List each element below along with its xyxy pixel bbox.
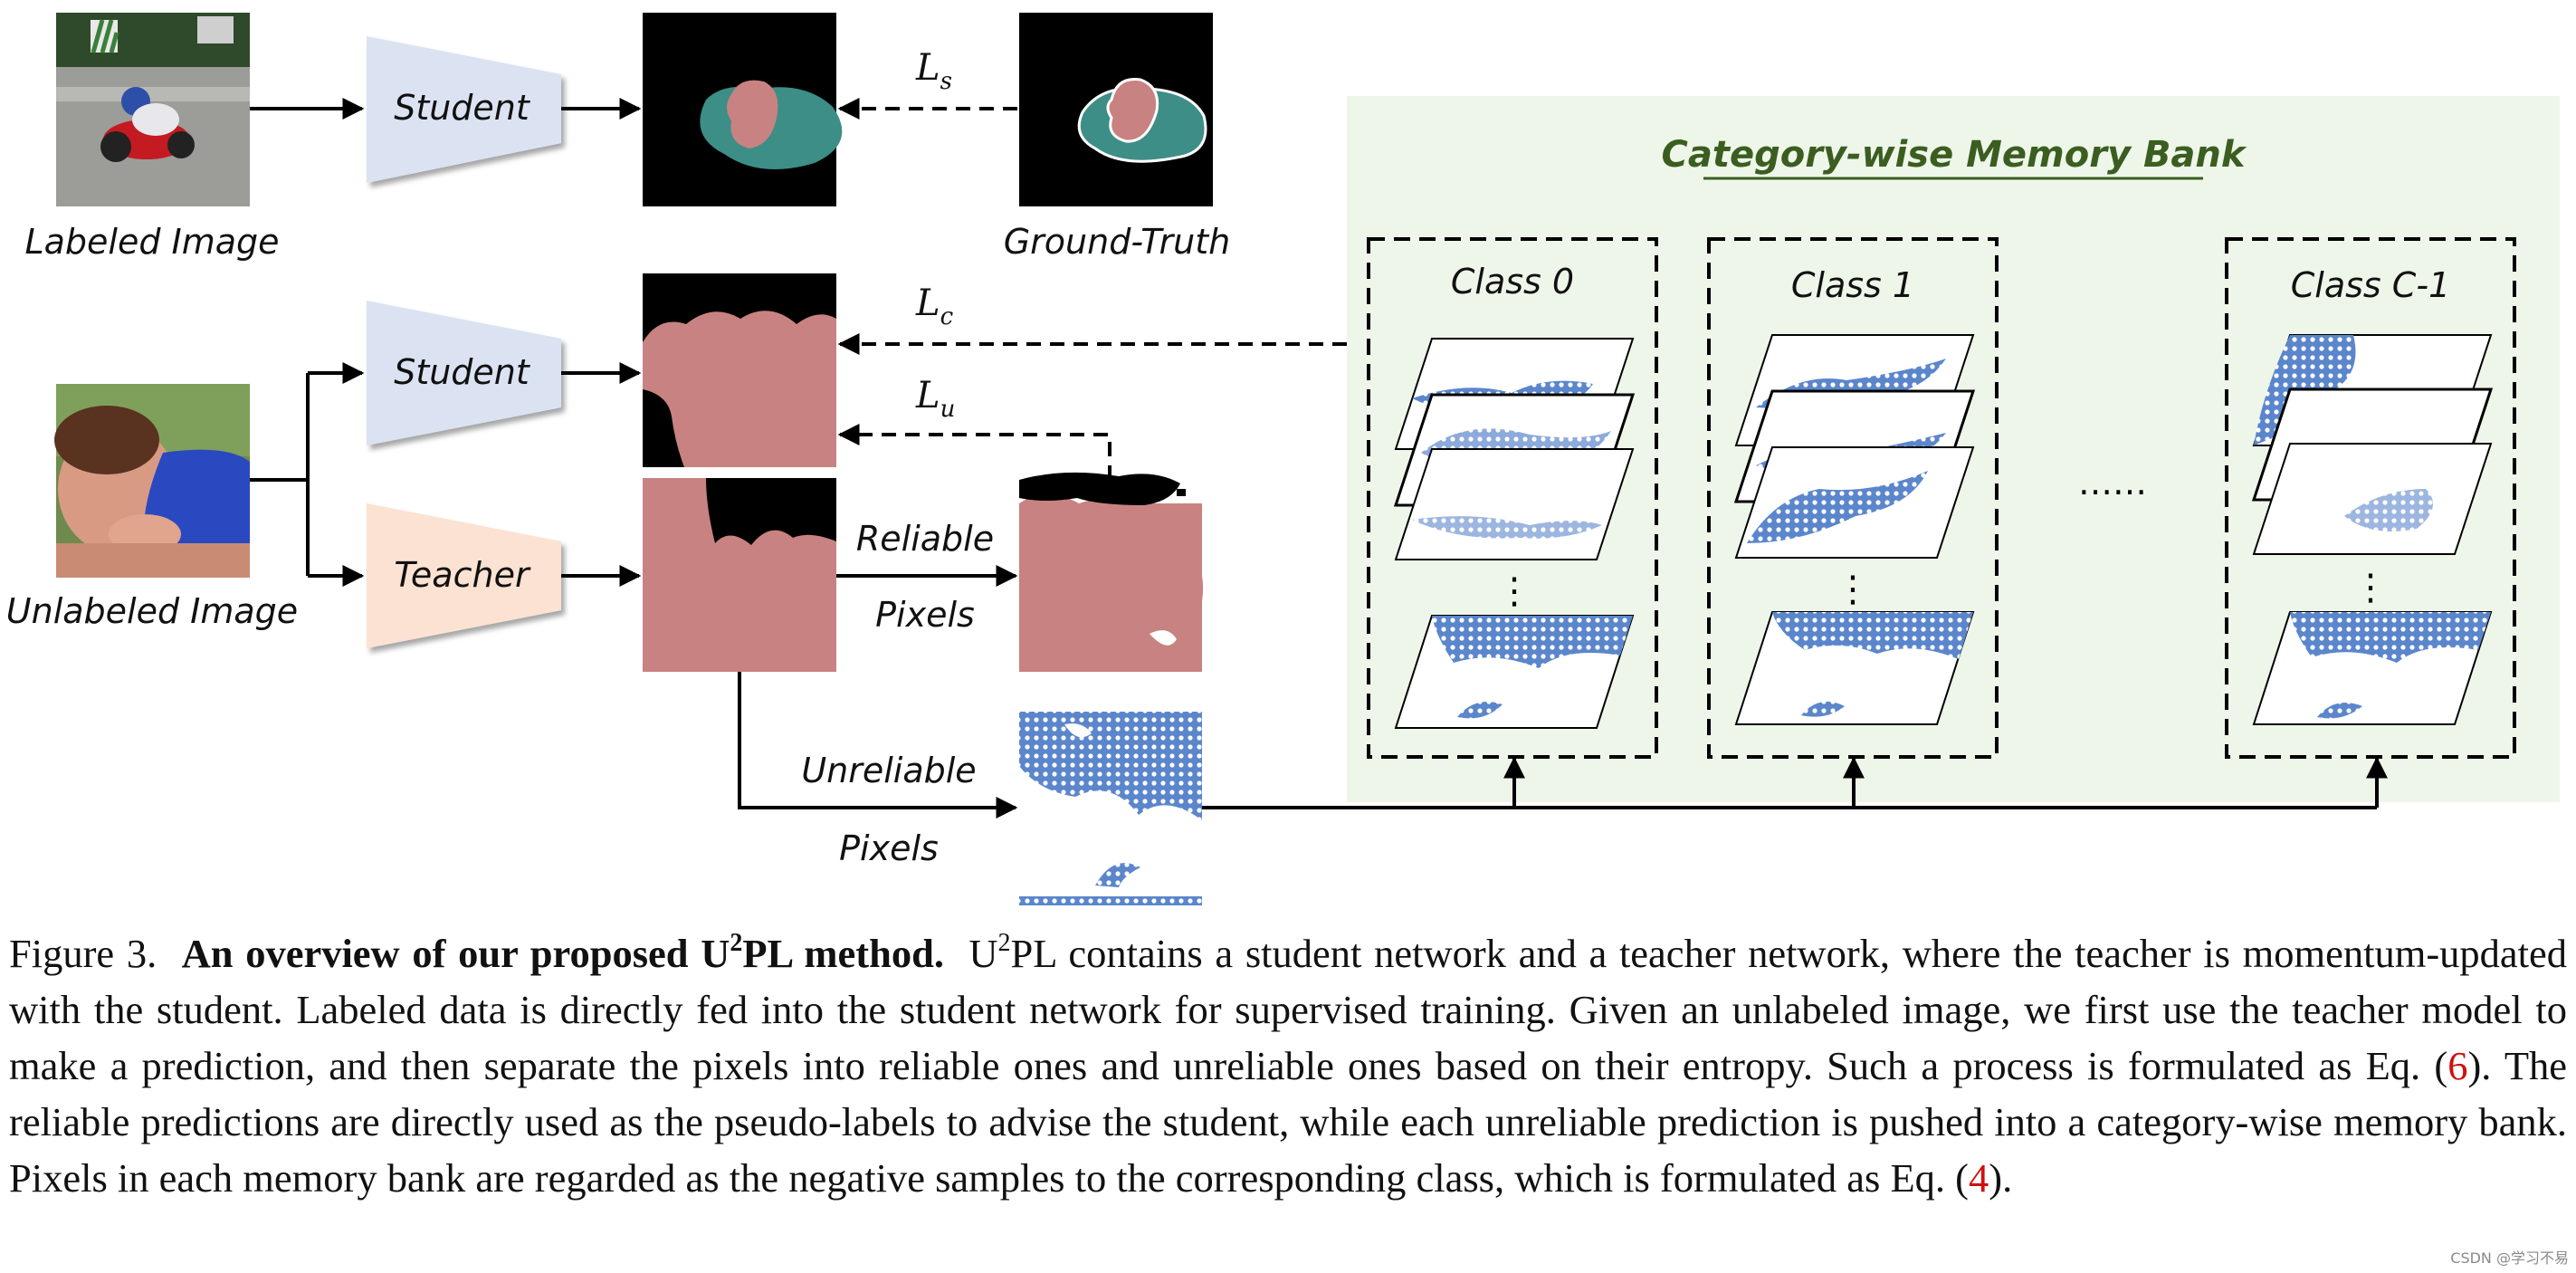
figure-caption: Figure 3. An overview of our proposed U2… — [9, 929, 2568, 1201]
class-box-last: Class C-1 ⋮ — [2225, 237, 2516, 759]
class-1-label: Class 1 — [1791, 265, 1914, 305]
unreliable-pixels-mask — [1019, 712, 1202, 905]
loss-supervised: Ls — [915, 47, 952, 95]
classes-ellipsis: …… — [2078, 463, 2147, 502]
class-0-vdots: ⋮ — [1496, 570, 1532, 612]
caption-body-a: U — [968, 931, 998, 976]
caption-ref-eq6[interactable]: 6 — [2447, 1043, 2468, 1088]
caption-body-d: ). — [1989, 1155, 2013, 1201]
loss-unsupervised: Lu — [915, 375, 955, 423]
caption-body-b: PL contains a student network and a teac… — [9, 931, 2568, 1088]
caption-title: An overview of our proposed U2PL method. — [181, 929, 944, 977]
class-last-label: Class C-1 — [2291, 265, 2450, 305]
teacher-prediction — [643, 478, 836, 672]
csdn-watermark: CSDN @学习不易 — [2450, 1249, 2569, 1267]
student-prediction-unlabeled — [643, 273, 836, 467]
student-network-unlabeled — [367, 301, 561, 445]
teacher-label: Teacher — [394, 555, 531, 595]
caption-prefix: Figure 3. — [9, 931, 157, 976]
unreliable-label: Unreliable — [801, 751, 976, 790]
memory-bank-title: Category-wise Memory Bank — [1661, 134, 2247, 176]
teacher-network — [367, 503, 561, 648]
u2pl-overview-figure: Category-wise Memory Bank Labeled Image … — [6, 13, 2560, 905]
unlabeled-image — [54, 384, 250, 578]
class-0-label: Class 0 — [1451, 262, 1574, 302]
caption-body-c: ). The reliable predictions are directly… — [9, 1043, 2568, 1201]
class-1-vdots: ⋮ — [1835, 569, 1871, 610]
unreliable-pixels-label: Pixels — [839, 828, 939, 868]
class-box-0: Class 0 ⋮ — [1367, 237, 1658, 759]
student-network-labeled — [367, 36, 561, 183]
student-prediction-labeled — [643, 13, 843, 206]
reliable-pixels-label: Pixels — [875, 595, 975, 635]
student-label-top: Student — [394, 88, 531, 128]
labeled-image — [56, 13, 250, 206]
reliable-pixels-mask — [1019, 472, 1204, 672]
labeled-image-label: Labeled Image — [24, 222, 279, 262]
ground-truth-label: Ground-Truth — [1004, 222, 1231, 262]
class-last-vdots: ⋮ — [2352, 567, 2389, 608]
class-box-1: Class 1 ⋮ — [1707, 237, 1999, 759]
student-label-bottom: Student — [394, 352, 531, 392]
unlabeled-image-label: Unlabeled Image — [6, 591, 298, 631]
loss-contrastive: Lc — [915, 282, 954, 330]
caption-ref-eq4[interactable]: 4 — [1969, 1155, 1989, 1201]
ground-truth-mask — [1019, 13, 1213, 206]
reliable-label: Reliable — [856, 519, 994, 559]
